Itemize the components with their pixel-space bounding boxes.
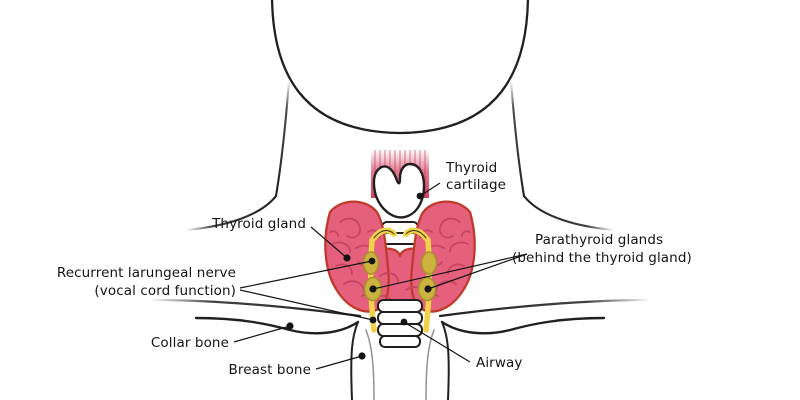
- dot-thyroid-cartilage: [416, 192, 424, 200]
- leader-parathyroid-left: [372, 253, 528, 290]
- dot-nerve-upper: [368, 257, 376, 265]
- parathyroid-gland-upper-right: [420, 251, 438, 275]
- dot-nerve-lower: [369, 316, 377, 324]
- label-thyroid-gland: Thyroid gland: [211, 216, 306, 232]
- dot-parathyroid-left: [369, 285, 377, 293]
- label-airway: Airway: [476, 355, 522, 371]
- nerve-upper-branch-outline: [373, 230, 427, 239]
- trachea-lower: [377, 299, 423, 348]
- leader-thyroid-gland: [310, 226, 348, 259]
- label-thyroid-cartilage-line1: Thyroid: [445, 160, 497, 176]
- leader-nerve-lower: [239, 289, 374, 321]
- leader-endpoint-dots: [286, 192, 432, 360]
- leader-breast-bone: [315, 355, 363, 370]
- leader-collar-bone: [233, 325, 291, 343]
- dot-airway: [400, 318, 408, 326]
- leader-airway: [403, 321, 471, 363]
- dot-thyroid-gland: [343, 254, 351, 262]
- leader-parathyroid-right: [427, 253, 528, 290]
- neck-right-line: [509, 78, 526, 198]
- thyroid-cartilage: [372, 162, 426, 219]
- leader-nerve-upper: [239, 260, 373, 289]
- label-nerve-line2: (vocal cord function): [94, 283, 236, 299]
- leader-lines: [233, 182, 528, 370]
- label-parathyroid-line1: Parathyroid glands: [535, 232, 663, 248]
- trapezius-left-line: [148, 298, 362, 318]
- label-collar-bone: Collar bone: [151, 335, 229, 351]
- neck-left-line: [274, 78, 291, 198]
- dot-breast-bone: [358, 352, 366, 360]
- thyroid-texture-right: [419, 217, 471, 301]
- sternum-outline: [350, 321, 359, 400]
- sternum-outline-right: [441, 321, 450, 400]
- label-nerve-line1: Recurrent larungeal nerve: [57, 265, 236, 281]
- sternum-center-line-right: [425, 329, 435, 400]
- trapezius-right-line: [438, 298, 652, 318]
- dot-parathyroid-right: [424, 285, 432, 293]
- body-outline: [148, 0, 652, 400]
- label-breast-bone: Breast bone: [228, 362, 311, 378]
- sternum-center-line: [365, 329, 375, 400]
- label-parathyroid-line2: (behind the thyroid gland): [512, 250, 692, 266]
- shoulder-left-outline: [184, 194, 278, 232]
- jaw-chin-outline: [270, 0, 530, 135]
- leader-thyroid-cartilage: [419, 182, 441, 197]
- clavicle-right: [440, 316, 606, 335]
- dot-collar-bone: [286, 322, 294, 330]
- clavicle-left: [194, 316, 360, 335]
- shoulder-right-outline: [522, 194, 616, 232]
- label-thyroid-cartilage-line2: cartilage: [446, 177, 506, 193]
